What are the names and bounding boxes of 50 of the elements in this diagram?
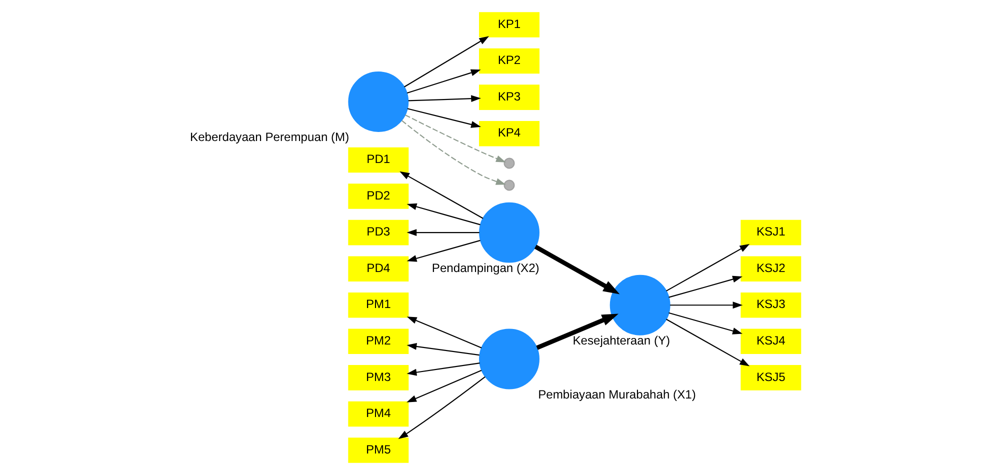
node-box: PM4 bbox=[348, 401, 409, 427]
node-box: PM3 bbox=[348, 365, 409, 390]
node-box: PD3 bbox=[348, 220, 409, 246]
node-box: PM1 bbox=[348, 292, 409, 318]
node-box: PM2 bbox=[348, 328, 409, 354]
arrow bbox=[406, 370, 482, 402]
node-label: Kesejahteraan (Y) bbox=[572, 333, 670, 348]
arrow bbox=[406, 203, 480, 226]
arrow bbox=[536, 314, 618, 350]
node-box: KSJ2 bbox=[740, 256, 802, 282]
arrow bbox=[404, 114, 506, 162]
arrow bbox=[406, 316, 482, 348]
arrow bbox=[400, 171, 484, 219]
arrow bbox=[534, 244, 620, 294]
arrow bbox=[406, 229, 480, 236]
node-box: KSJ3 bbox=[740, 292, 802, 318]
arrow bbox=[668, 312, 743, 334]
node-box: KP1 bbox=[479, 12, 540, 38]
node-label: Pembiayaan Murabahah (X1) bbox=[538, 387, 696, 402]
arrow bbox=[408, 95, 482, 102]
node-box: KSJ5 bbox=[740, 365, 802, 390]
node-circle bbox=[479, 328, 540, 390]
node-circle bbox=[504, 158, 515, 169]
node-box: KSJ4 bbox=[740, 328, 802, 354]
arrow bbox=[666, 318, 750, 366]
arrow bbox=[406, 343, 480, 356]
arrow bbox=[398, 376, 486, 440]
node-box: KSJ1 bbox=[740, 220, 802, 246]
arrow bbox=[668, 276, 743, 298]
node-box: KP2 bbox=[479, 48, 540, 74]
node-box: KP3 bbox=[479, 84, 540, 110]
node-circle bbox=[348, 71, 409, 132]
node-box: KP4 bbox=[479, 120, 540, 146]
arrow bbox=[404, 36, 490, 88]
node-label: Keberdayaan Perempuan (M) bbox=[190, 130, 350, 144]
node-box: PD4 bbox=[348, 256, 409, 282]
arrow bbox=[406, 362, 480, 376]
node-circle bbox=[610, 274, 670, 336]
node-circle bbox=[479, 202, 540, 263]
arrow bbox=[407, 108, 482, 128]
arrow bbox=[666, 244, 750, 292]
node-box: PD2 bbox=[348, 184, 409, 209]
node-box: PD1 bbox=[348, 147, 409, 173]
arrow bbox=[401, 120, 506, 185]
node-label: Pendampingan (X2) bbox=[432, 260, 540, 275]
node-circle bbox=[504, 180, 515, 191]
arrow bbox=[406, 240, 480, 262]
arrow bbox=[406, 69, 481, 94]
node-box: PM5 bbox=[348, 438, 409, 463]
arrow bbox=[670, 302, 743, 309]
